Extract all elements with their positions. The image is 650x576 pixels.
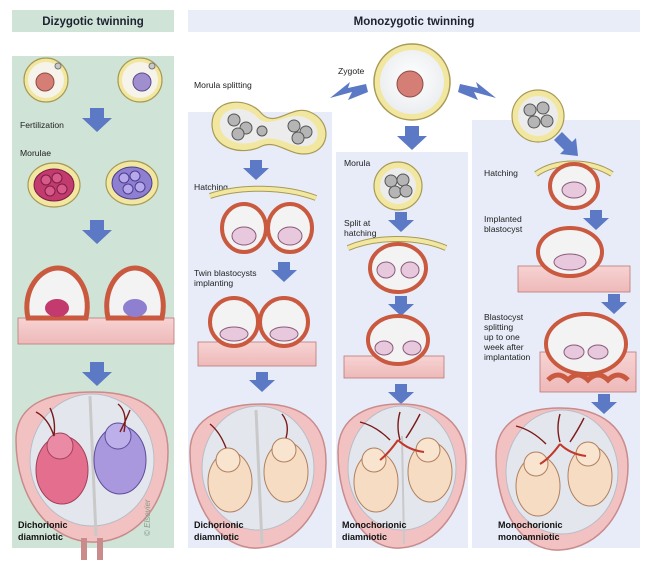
label-split-line2: hatching [344,228,377,238]
label-bsplit-line3: up to one [484,332,520,342]
label-morula: Morula [344,158,370,168]
uterus-col2 [189,403,327,549]
label-bsplit-line2: splitting [484,322,513,332]
outcome-col3-line1: Monochorionic [342,520,407,530]
morula-col4 [511,89,565,143]
monozygotic-header-bar [188,10,640,32]
morula-col3 [373,161,423,211]
arrow-to-pregnancy-1 [82,362,112,386]
label-split-line1: Split at [344,218,371,228]
label-implanted-line2: blastocyst [484,224,523,234]
label-twin-line2: implanting [194,278,233,288]
arrow-col2-3 [249,372,275,392]
monozygotic-header: Monozygotic twinning [354,16,475,28]
arrow-col4-3 [601,294,627,314]
hatching-twins [209,185,318,254]
arrow-to-implantation [82,220,112,244]
outcome-col2-line2: diamniotic [194,532,239,542]
label-morula-splitting: Morula splitting [194,80,252,90]
morula-pink [27,162,81,208]
outcome-col1-line1: Dichorionic [18,520,68,530]
arrow-zygote-right [458,82,496,100]
outcome-col4-line2: monoamniotic [498,532,560,542]
implanted-blastocyst [517,226,631,293]
arrow-col3-3 [388,384,414,404]
outcome-col3-line2: diamniotic [342,532,387,542]
label-bsplit-line4: week after [483,342,524,352]
arrow-col4-4 [591,394,617,414]
arrow-col3-1 [388,212,414,232]
signature: © Elsevier [143,499,152,536]
arrow-col2-2 [271,262,297,282]
label-fertilization: Fertilization [20,120,64,130]
label-hatching-left: Hatching [194,182,228,192]
uterus-dizygotic [15,391,169,560]
uterus-col4 [495,407,629,551]
arrow-fertilization [82,108,112,132]
zygote [373,43,451,121]
label-bsplit-line1: Blastocyst [484,312,524,322]
twin-blastocysts-implanting [197,296,317,367]
arrow-col3-2 [388,296,414,316]
label-twin-line1: Twin blastocysts [194,268,257,278]
blastocyst-splitting [539,312,637,393]
dizygotic-implantation [17,265,175,345]
arrow-zygote-left [330,82,368,100]
oocyte-1 [23,57,69,103]
label-hatching-right: Hatching [484,168,518,178]
label-implanted-line1: Implanted [484,214,522,224]
outcome-col2-line1: Dichorionic [194,520,244,530]
outcome-col1-line2: diamniotic [18,532,63,542]
arrow-col2-1 [243,160,269,180]
label-bsplit-line5: implantation [484,352,531,362]
col3-implanting [343,314,445,379]
morula-splitting [211,101,327,155]
arrow-zygote-down [397,126,427,150]
morula-purple [105,160,159,206]
arrow-col4-2 [583,210,609,230]
dizygotic-header: Dizygotic twinning [42,16,144,28]
dizygotic-header-bar [12,10,174,32]
label-morulae: Morulae [20,148,51,158]
label-zygote: Zygote [338,66,364,76]
split-at-hatching [346,236,448,294]
hatching-col4 [534,160,614,210]
uterus-col3 [337,403,467,549]
outcome-col4-line1: Monochorionic [498,520,563,530]
arrow-col4-1 [554,132,578,156]
oocyte-2 [117,57,163,103]
